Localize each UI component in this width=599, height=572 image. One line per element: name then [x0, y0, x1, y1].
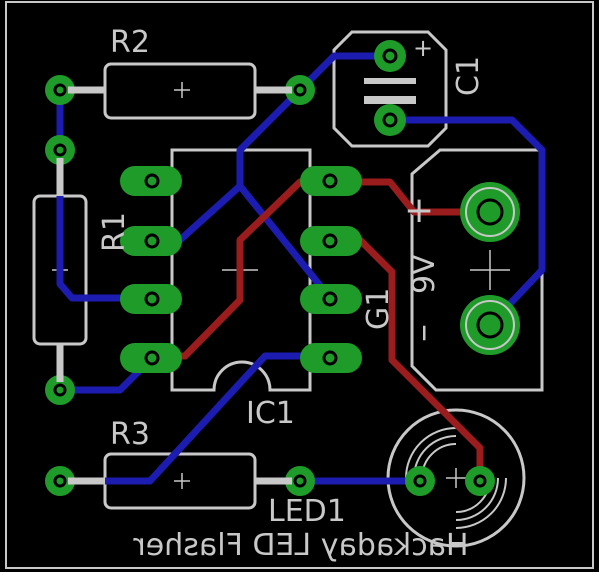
g1-label: G1: [361, 288, 396, 330]
led1-label: LED1: [268, 494, 346, 529]
trace-c1-battery: [386, 116, 546, 329]
c1-body: [332, 30, 448, 148]
trace-ic-diag: [236, 182, 334, 302]
trace-r2-c1: [296, 52, 394, 94]
trace-battery-ic: [148, 178, 494, 360]
ic1-body: [170, 148, 312, 392]
r3-label: R3: [110, 417, 150, 452]
bottom-traces: [56, 52, 546, 485]
board-title: Hackaday LED Flasher: [133, 528, 469, 563]
c1-label: C1: [451, 56, 486, 96]
g1-voltage-label: 9V: [407, 254, 442, 294]
ic1-label: IC1: [246, 396, 295, 431]
g1-minus-label: –: [402, 324, 443, 342]
leads: [56, 86, 292, 485]
c1-plate-bottom: [364, 96, 416, 104]
pads: [45, 40, 520, 496]
r2-label: R2: [110, 25, 150, 60]
c1-plus-label: +: [413, 34, 433, 62]
g1-plus-label: +: [404, 190, 434, 231]
trace-r1-ic: [56, 146, 156, 302]
c1-plate-top: [364, 78, 416, 84]
r1-label: R1: [97, 212, 132, 252]
